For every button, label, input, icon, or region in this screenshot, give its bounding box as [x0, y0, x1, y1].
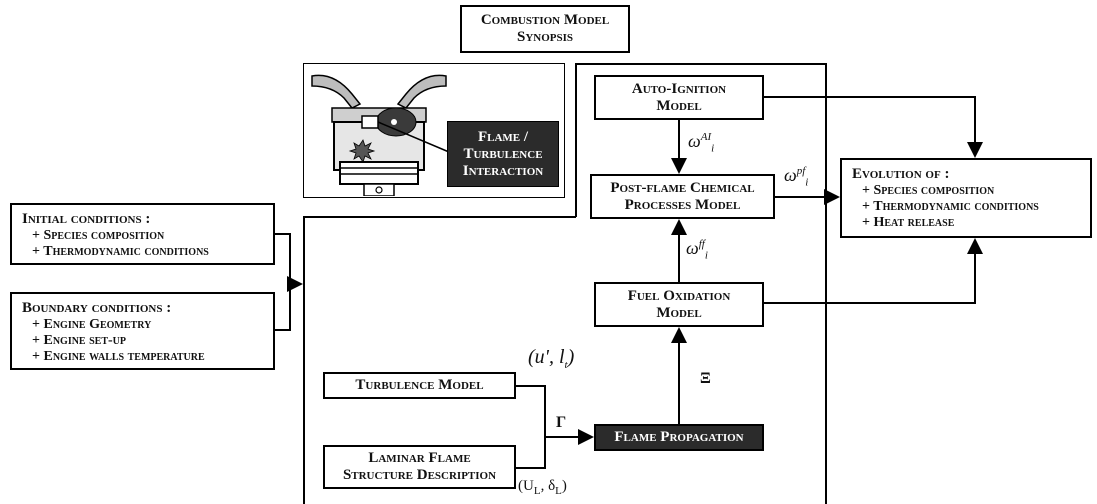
post-flame-line1: Post-flame Chemical — [610, 179, 755, 196]
laminar-flame-box: Laminar Flame Structure Description — [323, 445, 516, 489]
fuel-oxidation-model-box: Fuel Oxidation Model — [594, 282, 764, 327]
omega-symbol: ω — [784, 165, 797, 185]
gamma-label: Γ — [556, 414, 566, 432]
laminar-flame-line2: Structure Description — [342, 467, 497, 483]
boundary-conditions-title: Boundary conditions : — [22, 300, 172, 316]
omega-symbol: ω — [686, 238, 699, 258]
subscript-i: i — [805, 176, 809, 189]
engine-illustration-frame: Flame / Turbulence Interaction — [303, 63, 565, 198]
laminar-params-label: (UL, δL) — [518, 478, 567, 497]
subscript-i: i — [704, 249, 708, 262]
laminar-flame-line1: Laminar Flame — [368, 450, 471, 466]
subscript-l: L — [555, 485, 562, 497]
xi-symbol: Ξ — [700, 370, 711, 387]
diagram-title-line1: Combustion Model — [480, 12, 610, 28]
flame-propagation-label: Flame Propagation — [614, 429, 744, 445]
turbulence-model-box: Turbulence Model — [323, 372, 516, 399]
laminar-params-mid: , δ — [540, 478, 556, 494]
laminar-params-close: ) — [561, 478, 567, 494]
post-flame-model-box: Post-flame Chemical Processes Model — [590, 174, 775, 219]
flame-interaction-line1: Flame / — [477, 128, 529, 145]
boundary-conditions-item: + Engine walls temperature — [32, 349, 205, 364]
evolution-box: Evolution of : + Species composition + T… — [840, 158, 1092, 238]
boundary-conditions-box: Boundary conditions : + Engine Geometry … — [10, 292, 275, 370]
evolution-item: + Species composition — [862, 183, 995, 198]
laminar-params-text: (U — [518, 478, 534, 494]
frame-line — [825, 63, 827, 504]
diagram-title-line2: Synopsis — [516, 29, 574, 45]
boundary-conditions-item: + Engine set-up — [32, 333, 126, 348]
turbulence-params-text: (u', l — [528, 346, 565, 368]
superscript-ai: AI — [700, 131, 712, 143]
auto-ignition-model-box: Auto-Ignition Model — [594, 75, 764, 120]
omega-ai-label: ωAIi — [688, 131, 714, 155]
turbulence-params-close: ) — [567, 346, 575, 368]
initial-conditions-item: + Thermodynamic conditions — [32, 244, 209, 259]
subscript-t: t — [564, 359, 568, 371]
frame-line — [575, 63, 827, 65]
auto-ignition-line2: Model — [656, 97, 702, 114]
omega-ff-label: ωffi — [686, 238, 708, 262]
fuel-oxidation-line2: Model — [656, 304, 702, 321]
turbulence-model-label: Turbulence Model — [355, 377, 484, 393]
subscript-i: i — [711, 142, 715, 155]
flame-interaction-line3: Interaction — [462, 162, 544, 179]
initial-conditions-box: Initial conditions : + Species compositi… — [10, 203, 275, 265]
evolution-title: Evolution of : — [852, 166, 950, 182]
evolution-item: + Heat release — [862, 215, 955, 230]
flame-interaction-line2: Turbulence — [463, 145, 543, 162]
gamma-symbol: Γ — [556, 414, 567, 431]
omega-pf-label: ωpfi — [784, 165, 808, 189]
post-flame-line2: Processes Model — [624, 196, 741, 213]
frame-line — [303, 216, 305, 504]
frame-line — [575, 63, 577, 217]
initial-conditions-title: Initial conditions : — [22, 211, 151, 227]
evolution-item: + Thermodynamic conditions — [862, 199, 1039, 214]
turbulence-params-label: (u', lt) — [528, 346, 574, 371]
boundary-conditions-item: + Engine Geometry — [32, 317, 152, 332]
omega-symbol: ω — [688, 131, 701, 151]
engine-cylinder-illustration — [311, 74, 450, 196]
auto-ignition-line1: Auto-Ignition — [631, 80, 727, 97]
xi-label: Ξ — [700, 370, 711, 388]
initial-conditions-item: + Species composition — [32, 228, 165, 243]
flame-propagation-box: Flame Propagation — [594, 424, 764, 451]
diagram-title: Combustion Model Synopsis — [460, 5, 630, 53]
subscript-l: L — [533, 485, 541, 497]
superscript-ff: ff — [698, 238, 705, 250]
flame-turbulence-interaction-label: Flame / Turbulence Interaction — [447, 121, 559, 187]
fuel-oxidation-line1: Fuel Oxidation — [627, 287, 731, 304]
frame-line — [303, 216, 576, 218]
superscript-pf: pf — [796, 165, 806, 177]
